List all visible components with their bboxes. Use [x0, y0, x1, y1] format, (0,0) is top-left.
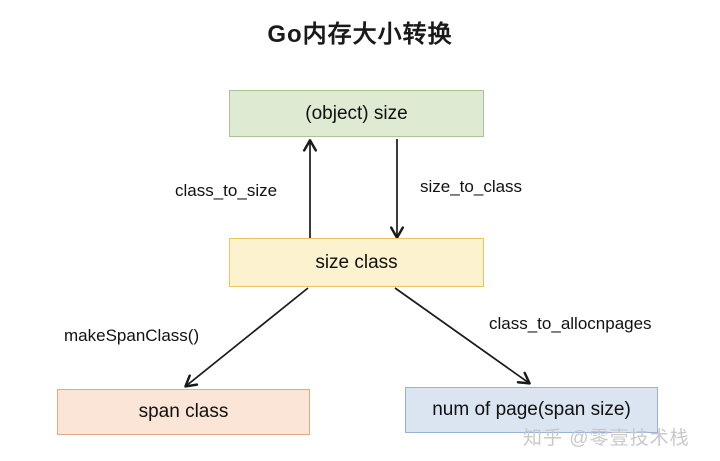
node-object-size: (object) size [229, 90, 484, 137]
node-size-class-label: size class [315, 251, 398, 273]
node-num-of-page: num of page(span size) [405, 387, 658, 433]
edge-label-size-to-class: size_to_class [420, 177, 523, 196]
node-span-class-label: span class [138, 401, 229, 422]
edge-label-class-to-size: class_to_size [175, 181, 278, 200]
arrow-class-to-allocnpages-icon [394, 287, 531, 385]
edge-label-make-span-class: makeSpanClass() [64, 326, 200, 345]
watermark: 知乎 @零壹技术栈 [523, 428, 690, 449]
node-span-class: span class [57, 389, 310, 435]
page-title: Go内存大小转换 [267, 21, 453, 48]
node-size-class: size class [229, 238, 484, 287]
node-object-size-label: (object) size [305, 102, 408, 124]
arrow-make-span-class-icon [184, 287, 309, 388]
node-num-of-page-label: num of page(span size) [432, 399, 631, 420]
edge-label-class-to-allocnpages: class_to_allocnpages [489, 314, 652, 333]
